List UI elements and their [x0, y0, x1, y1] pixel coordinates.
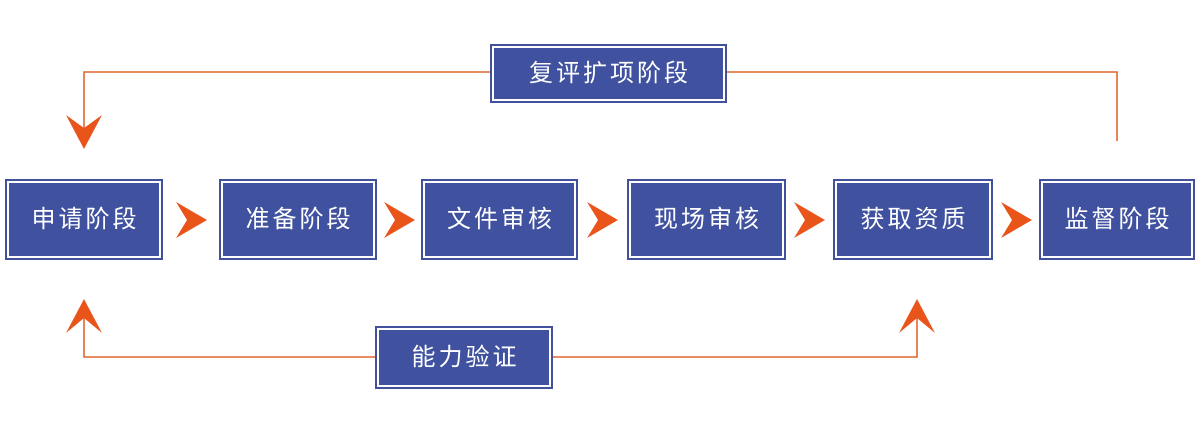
- arrow-down-icon: [66, 115, 102, 149]
- feedback-label: 复评扩项阶段: [494, 48, 723, 99]
- chevron-right-icon: [176, 202, 207, 238]
- stage-box-preparation: 准备阶段: [219, 179, 377, 260]
- stage-label: 获取资质: [837, 183, 989, 256]
- chevron-right-icon: [587, 202, 618, 238]
- feedback-label: 能力验证: [379, 330, 549, 385]
- stage-box-onsite-review: 现场审核: [627, 179, 786, 260]
- stage-box-qualification: 获取资质: [833, 179, 993, 260]
- stage-label: 准备阶段: [223, 183, 373, 256]
- chevron-right-icon: [384, 202, 415, 238]
- arrow-up-icon: [899, 299, 935, 333]
- stage-label: 监督阶段: [1043, 183, 1191, 256]
- stage-label: 申请阶段: [9, 183, 159, 256]
- feedback-box-reassessment: 复评扩项阶段: [490, 44, 727, 103]
- arrow-up-icon: [66, 299, 102, 333]
- chevron-right-icon: [794, 202, 825, 238]
- chevron-right-icon: [1001, 202, 1032, 238]
- stage-box-application: 申请阶段: [5, 179, 163, 260]
- stage-label: 文件审核: [425, 183, 574, 256]
- stage-label: 现场审核: [631, 183, 782, 256]
- stage-box-document-review: 文件审核: [421, 179, 578, 260]
- stage-box-supervision: 监督阶段: [1039, 179, 1195, 260]
- feedback-box-capability-verification: 能力验证: [375, 326, 553, 389]
